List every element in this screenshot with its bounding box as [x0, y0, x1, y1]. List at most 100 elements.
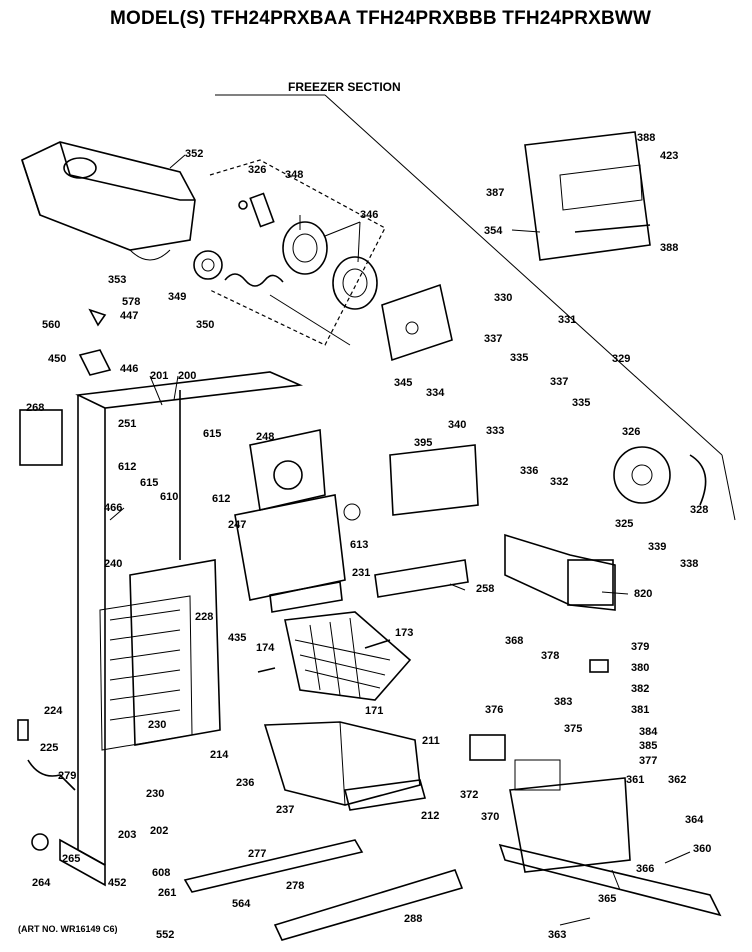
- callout: 361: [626, 774, 644, 786]
- callout: 452: [108, 877, 126, 889]
- callout: 336: [520, 465, 538, 477]
- callout: 261: [158, 887, 176, 899]
- callout: 381: [631, 704, 649, 716]
- callout: 354: [484, 225, 503, 237]
- callout: 376: [485, 704, 503, 716]
- grille-288-drawing: [273, 869, 464, 941]
- callout: 329: [612, 353, 630, 365]
- callout: 610: [160, 491, 178, 503]
- model-title: MODEL(S) TFH24PRXBAA TFH24PRXBBB TFH24PR…: [110, 8, 652, 29]
- plate-drawing: [381, 283, 453, 362]
- callout: 383: [554, 696, 572, 708]
- part-328-drawing: [689, 454, 707, 506]
- callout: 362: [668, 774, 686, 786]
- cover-258-drawing: [374, 559, 469, 598]
- dispenser-b-drawing: [332, 256, 378, 310]
- part-380-drawing: [589, 659, 609, 673]
- callout-labels: 352 326 348 346 353 349 350 578 447 560 …: [26, 132, 711, 941]
- callout: 328: [690, 504, 708, 516]
- callout: 360: [693, 843, 711, 855]
- rail-277-drawing: [183, 839, 364, 893]
- part-224-drawing: [17, 719, 29, 741]
- callout: 338: [680, 558, 698, 570]
- callout: 353: [108, 274, 126, 286]
- ice-bucket-drawing: [21, 141, 196, 261]
- callout: 203: [118, 829, 136, 841]
- callout: 236: [236, 777, 254, 789]
- callout: 346: [360, 209, 378, 221]
- callout: 345: [394, 377, 412, 389]
- callout: 363: [548, 929, 566, 941]
- callout: 612: [212, 493, 230, 505]
- callout: 331: [558, 314, 576, 326]
- frame-diagonal-line: [324, 94, 723, 456]
- callout: 334: [426, 387, 445, 399]
- ice-maker-drawing: [504, 533, 616, 611]
- wire-basket-drawing: [284, 611, 412, 701]
- callout: 560: [42, 319, 60, 331]
- callout: 230: [148, 719, 166, 731]
- callout: 387: [486, 187, 504, 199]
- callout: 339: [648, 541, 666, 553]
- callout: 211: [422, 735, 440, 747]
- callout: 564: [232, 898, 251, 910]
- callout: 228: [195, 611, 213, 623]
- callout: 279: [58, 770, 76, 782]
- callout: 615: [140, 477, 158, 489]
- callout: 330: [494, 292, 512, 304]
- panel-395-drawing: [389, 444, 479, 516]
- callout: 231: [352, 567, 370, 579]
- callout: 200: [178, 370, 196, 382]
- part-450-drawing: [78, 349, 112, 376]
- callout: 385: [639, 740, 657, 752]
- callout: 288: [404, 913, 422, 925]
- callout: 201: [150, 370, 168, 382]
- callout: 224: [44, 705, 63, 717]
- callout: 370: [481, 811, 499, 823]
- callout: 466: [104, 502, 122, 514]
- callout: 384: [639, 726, 658, 738]
- callout: 240: [104, 558, 122, 570]
- dispenser-door-drawing: [524, 131, 651, 261]
- callout: 378: [541, 650, 559, 662]
- callout: 264: [32, 877, 51, 889]
- callout: 225: [40, 742, 58, 754]
- callout: 552: [156, 929, 174, 941]
- rail-173-drawing: [364, 639, 391, 649]
- callout: 820: [634, 588, 652, 600]
- callout: 247: [228, 519, 246, 531]
- callout: 202: [150, 825, 168, 837]
- callout: 350: [196, 319, 214, 331]
- part-447-drawing: [88, 308, 107, 327]
- auger-ring-drawing: [193, 250, 223, 280]
- part-372-drawing: [469, 734, 506, 761]
- fan-housing-drawing: [234, 494, 346, 601]
- callout: 258: [476, 583, 494, 595]
- callout: 377: [639, 755, 657, 767]
- callout: 237: [276, 804, 294, 816]
- callout: 214: [210, 749, 229, 761]
- section-title: FREEZER SECTION: [288, 80, 401, 94]
- callout: 212: [421, 810, 439, 822]
- part-268-drawing: [19, 409, 63, 466]
- cabinet-frame-drawing: [59, 371, 304, 887]
- callout: 340: [448, 419, 466, 431]
- callout: 612: [118, 461, 136, 473]
- callout: 450: [48, 353, 66, 365]
- evaporator-drawing: [99, 559, 221, 751]
- callout: 349: [168, 291, 186, 303]
- callout: 615: [203, 428, 221, 440]
- callout: 613: [350, 539, 368, 551]
- callout: 333: [486, 425, 504, 437]
- callout: 326: [248, 164, 266, 176]
- callout: 380: [631, 662, 649, 674]
- callout: 447: [120, 310, 138, 322]
- callout: 173: [395, 627, 413, 639]
- dispenser-a-drawing: [282, 221, 328, 275]
- leader-lines: [109, 154, 691, 926]
- callout: 435: [228, 632, 246, 644]
- fan-blade-drawing: [343, 503, 361, 521]
- motor-325-drawing: [613, 446, 671, 504]
